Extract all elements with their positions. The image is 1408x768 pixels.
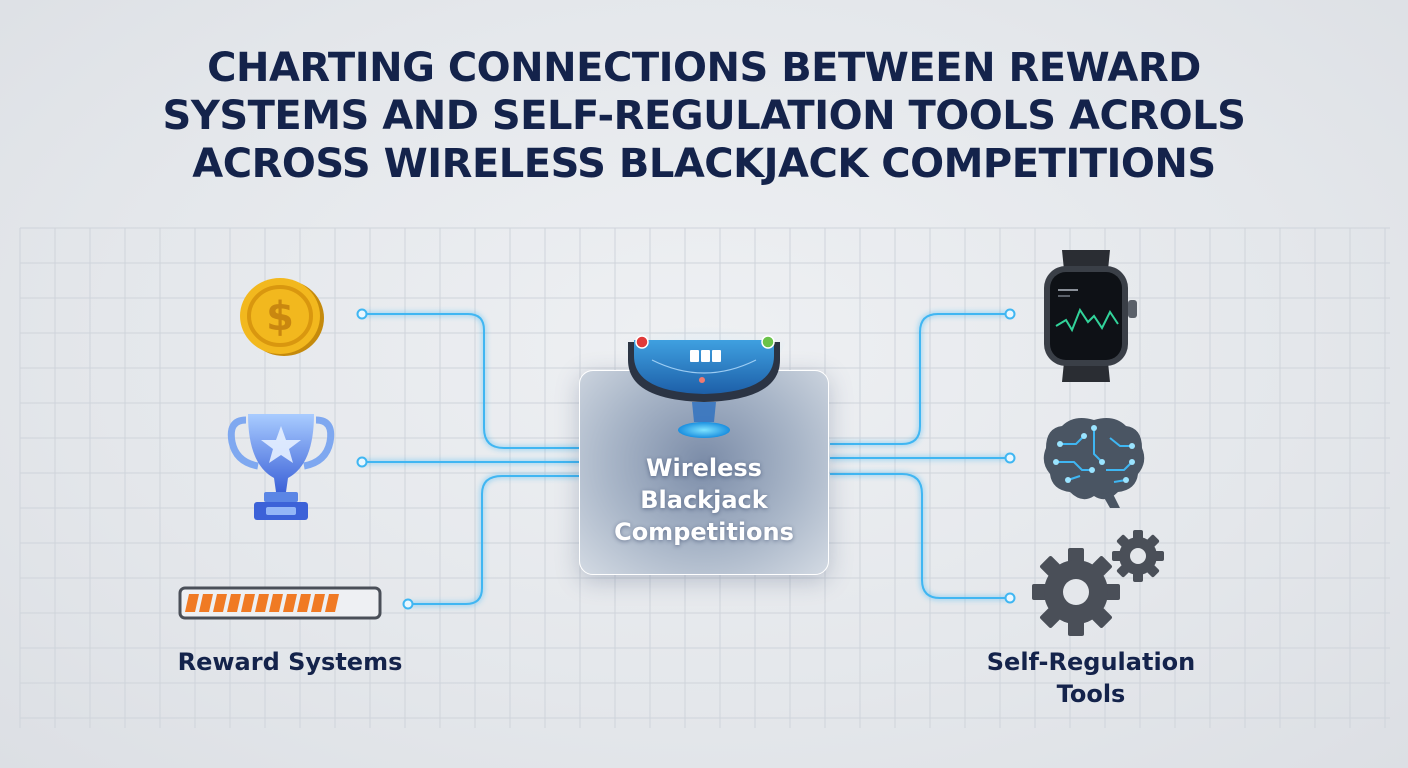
blackjack-table-icon <box>628 335 780 438</box>
hub-label-line-2: Blackjack <box>640 486 768 514</box>
link-dot-brain <box>1004 452 1016 464</box>
title-line-2: SYSTEMS AND SELF-REGULATION TOOLS ACROLS <box>162 93 1246 139</box>
link-dot-watch <box>1004 308 1016 320</box>
link-progress <box>408 475 580 605</box>
title-line-3: ACROSS WIRELESS BLACKJACK COMPETITIONS <box>192 141 1216 187</box>
link-dot-coin <box>356 308 368 320</box>
smartwatch-icon <box>1044 250 1137 382</box>
page-title: CHARTING CONNECTIONS BETWEEN REWARD SYST… <box>0 44 1408 188</box>
trophy-icon <box>227 414 335 520</box>
link-gears <box>830 473 1010 599</box>
hub-label: Wireless Blackjack Competitions <box>579 452 829 548</box>
brain-circuit-icon <box>1043 418 1145 508</box>
link-watch <box>830 313 1010 445</box>
dollar-coin-icon: $ <box>240 278 324 356</box>
link-dot-gears <box>1004 592 1016 604</box>
hub-label-line-3: Competitions <box>614 518 794 546</box>
progress-bar-icon <box>178 586 382 620</box>
link-coin <box>362 313 580 449</box>
svg-text:$: $ <box>266 294 294 340</box>
self-regulation-label-line-1: Self-Regulation <box>986 648 1196 676</box>
gears-icon <box>1032 530 1164 636</box>
title-line-1: CHARTING CONNECTIONS BETWEEN REWARD <box>207 45 1201 91</box>
hub-label-line-1: Wireless <box>646 454 762 482</box>
reward-systems-label: Reward Systems <box>177 648 403 676</box>
self-regulation-tools-label: Self-Regulation Tools <box>960 646 1222 710</box>
link-dot-trophy <box>356 456 368 468</box>
self-regulation-label-line-2: Tools <box>1056 680 1126 708</box>
link-dot-progress <box>402 598 414 610</box>
